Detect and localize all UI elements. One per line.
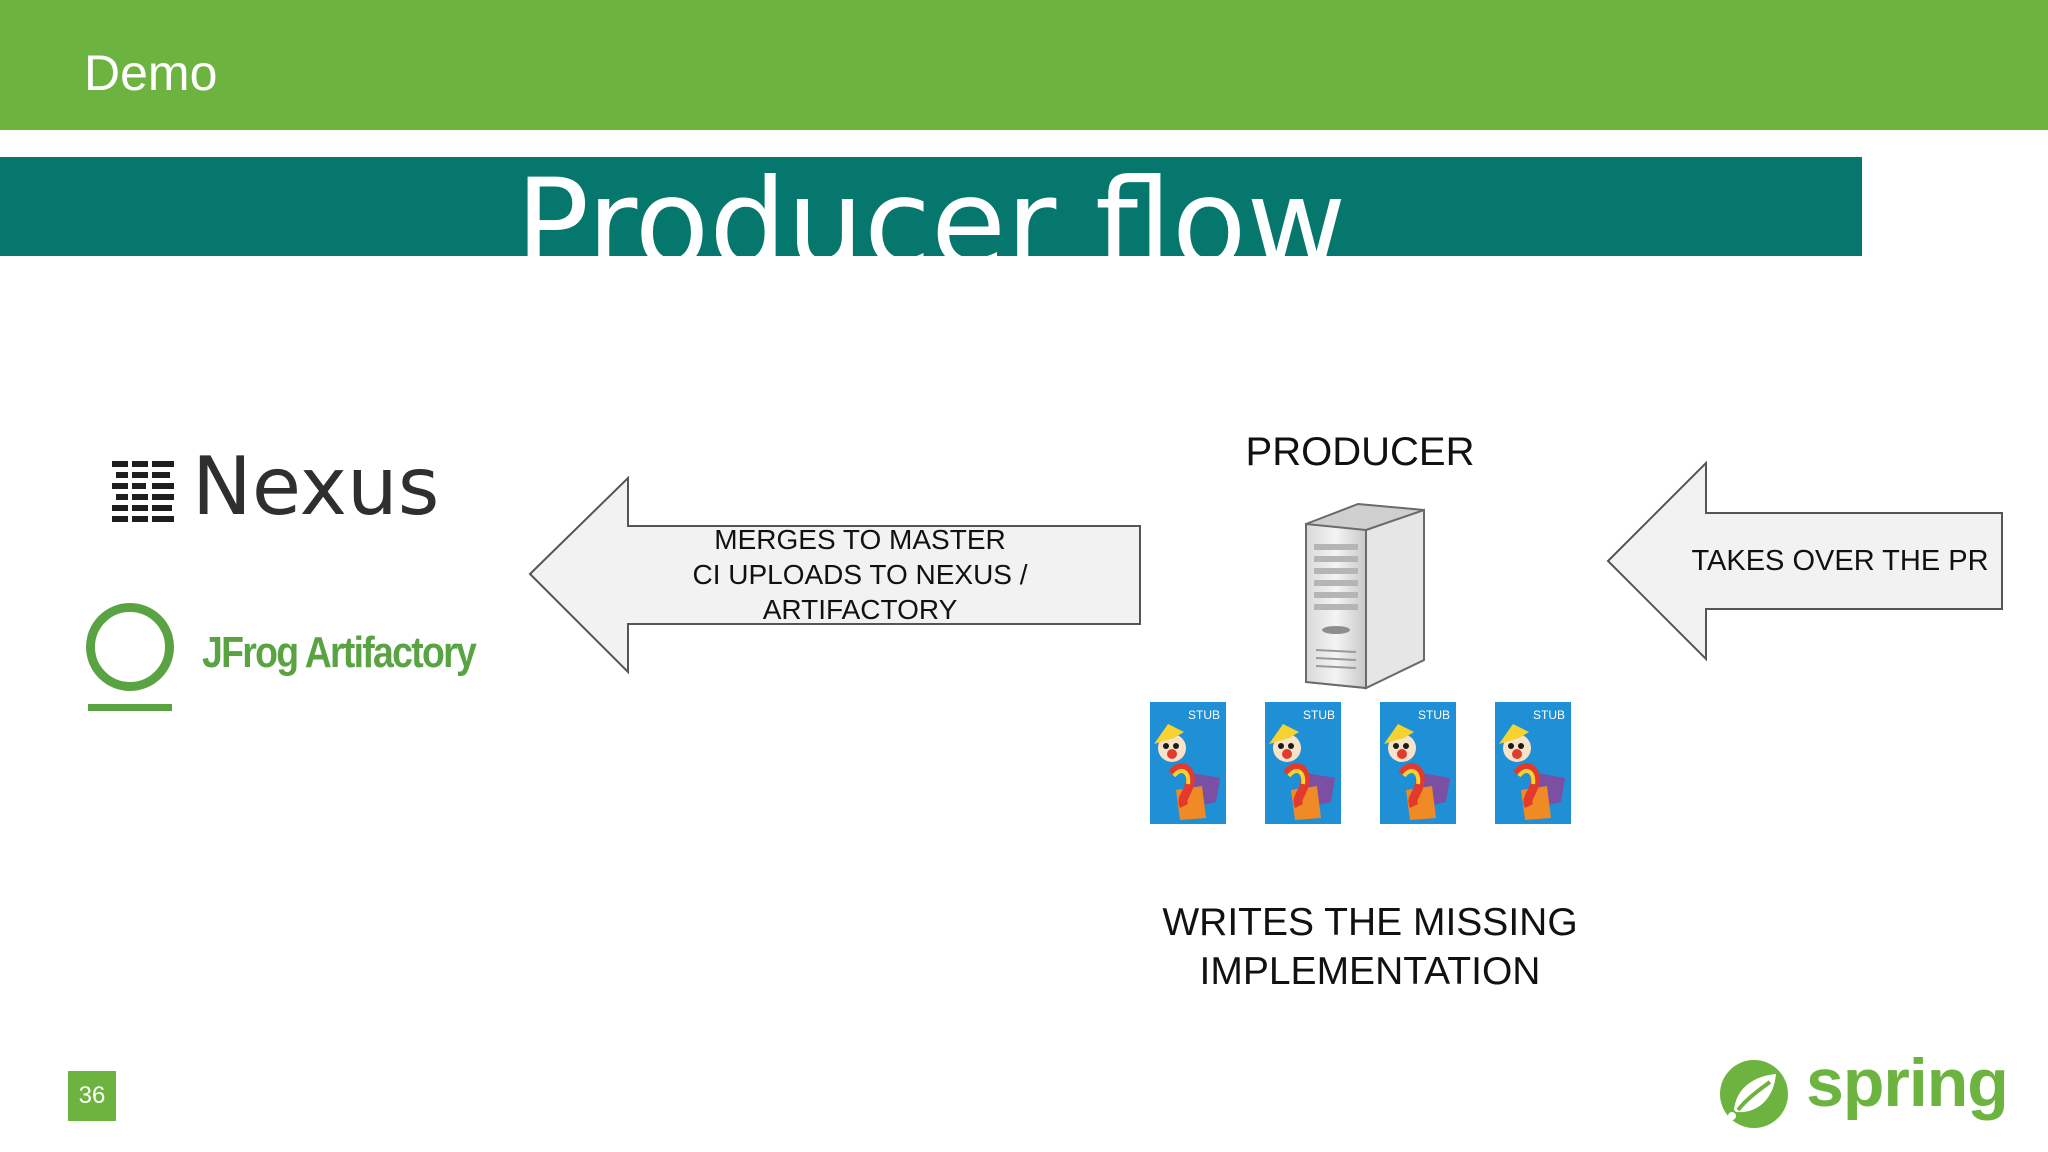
spring-leaf-icon (1720, 1060, 1788, 1128)
left-arrow-line-3: ARTIFACTORY (762, 594, 958, 625)
spring-wordmark: spring (1806, 1045, 2009, 1121)
nexus-logo-icon (112, 461, 174, 522)
left-arrow-line-2: CI UPLOADS TO NEXUS / (692, 559, 1028, 590)
jfrog-artifactory-logo: JFrog Artifactory (84, 603, 514, 718)
stub-card: STUB (1265, 702, 1341, 824)
stub-clown-icon (1269, 724, 1335, 820)
right-arrow-shape (1606, 460, 2003, 662)
stub-label: STUB (1532, 708, 1565, 722)
stub-clown-icon (1384, 724, 1450, 820)
producer-caption: WRITES THE MISSING IMPLEMENTATION (1110, 898, 1630, 996)
slide-title: Producer flow (515, 157, 1347, 256)
stub-card: STUB (1495, 702, 1571, 824)
producer-caption-line-2: IMPLEMENTATION (1199, 950, 1541, 993)
jfrog-underline (88, 704, 172, 711)
nexus-wordmark: Nexus (192, 440, 440, 533)
stub-card: STUB (1380, 702, 1456, 824)
spring-logo: spring (1718, 1045, 2009, 1132)
stub-card: STUB (1150, 702, 1226, 824)
stub-group: STUB STUB STUB (1150, 702, 1590, 824)
producer-caption-line-1: WRITES THE MISSING (1162, 901, 1578, 944)
left-arrow-shape (528, 475, 1141, 675)
nexus-logo: Nexus (110, 447, 439, 527)
right-arrow-label: TAKES OVER THE PR (1691, 545, 1989, 577)
stub-label: STUB (1417, 708, 1450, 722)
stub-label: STUB (1302, 708, 1335, 722)
header-band (0, 0, 2048, 130)
left-arrow-line-1: MERGES TO MASTER (714, 524, 1006, 555)
stub-clown-icon (1499, 724, 1565, 820)
server-icon (1305, 502, 1425, 690)
title-band: Producer flow (0, 157, 1862, 256)
page-number: 36 (68, 1071, 116, 1121)
jfrog-ring-icon (86, 603, 174, 691)
section-title: Demo (84, 45, 218, 101)
jfrog-wordmark: JFrog Artifactory (202, 628, 477, 677)
stub-clown-icon (1154, 724, 1220, 820)
stub-label: STUB (1187, 708, 1220, 722)
left-arrow-label: MERGES TO MASTER CI UPLOADS TO NEXUS / A… (630, 522, 1090, 627)
producer-label: PRODUCER (1245, 430, 1475, 474)
